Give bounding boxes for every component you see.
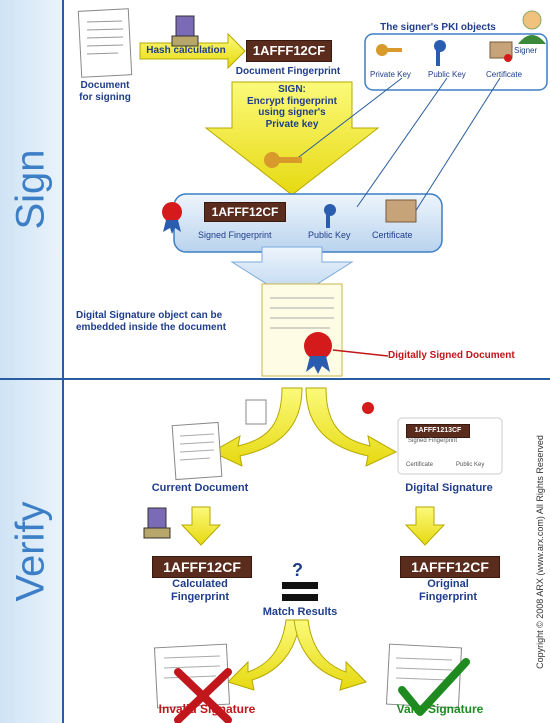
invalid-arrow — [227, 619, 301, 691]
cross-icon — [174, 668, 232, 723]
copyright-container: Copyright © 2008 ARX (www.arx.com) All R… — [530, 380, 550, 723]
sign-arrow — [204, 81, 380, 196]
bundle-seal-icon — [162, 202, 182, 234]
bundle-public-key-label: Public Key — [308, 230, 351, 240]
document-fingerprint-value: 1AFFF12CF — [246, 40, 332, 62]
hash-machine-verify-icon — [143, 507, 171, 539]
valid-signature-label: Valid Signature — [396, 702, 484, 716]
signed-document-label: Digitally Signed Document — [388, 350, 515, 361]
original-fingerprint-label: Original Fingerprint — [418, 578, 478, 603]
mini-fingerprint-value: 1AFFF1213CF — [406, 424, 470, 438]
calculated-fingerprint-label: Calculated Fingerprint — [170, 578, 230, 603]
small-seal-icon — [362, 402, 374, 414]
section-divider — [0, 378, 550, 380]
document-for-signing-icon — [77, 8, 133, 78]
embed-note: Digital Signature object can be embedded… — [76, 310, 227, 333]
bundle-fingerprint-value: 1AFFF12CF — [204, 202, 286, 222]
bundle-public-key-icon — [324, 204, 336, 228]
mini-signed-label: Signed Fingerprint — [408, 438, 458, 444]
mini-certificate-label: Certificate — [406, 462, 434, 468]
digital-signature-label: Digital Signature — [405, 482, 493, 494]
pki-public-key-label: Public Key — [428, 70, 466, 79]
copyright-text: Copyright © 2008 ARX (www.arx.com) All R… — [535, 434, 545, 669]
bundle-certificate-icon — [385, 199, 417, 223]
sign-key-icon — [264, 152, 302, 168]
verify-arrow-left — [210, 387, 303, 467]
invalid-document-icon — [153, 643, 232, 723]
sign-band — [0, 0, 64, 378]
current-document-label: Current Document — [151, 482, 249, 494]
verify-band — [0, 380, 64, 723]
document-for-signing-label: Document for signing — [79, 80, 131, 103]
signer-label: Signer — [514, 46, 538, 55]
valid-arrow — [293, 619, 367, 691]
pki-private-key-label: Private Key — [370, 70, 411, 79]
calculated-fingerprint-value: 1AFFF12CF — [152, 556, 252, 578]
match-results-label: Match Results — [262, 606, 338, 618]
public-key-icon — [434, 40, 446, 66]
bundle-certificate-label: Certificate — [372, 230, 413, 240]
document-fingerprint-label: Document Fingerprint — [235, 66, 341, 77]
bundle-signed-fingerprint-label: Signed Fingerprint — [198, 230, 272, 240]
pki-certificate-label: Certificate — [486, 70, 523, 79]
question-mark: ? — [292, 560, 303, 580]
calc-arrow — [180, 506, 222, 546]
mini-public-key-label: Public Key — [456, 462, 485, 468]
pki-title: The signer's PKI objects — [380, 22, 496, 33]
small-document-icon — [245, 399, 267, 425]
embed-arrow — [230, 246, 354, 301]
current-document-icon — [171, 421, 223, 481]
signer-icon — [518, 10, 546, 44]
hash-machine-icon — [171, 15, 199, 47]
check-icon — [398, 658, 470, 716]
sign-step-label: SIGN: Encrypt fingerprint using signer's… — [246, 84, 337, 130]
valid-document-icon — [385, 643, 470, 716]
certificate-icon — [489, 41, 513, 62]
signed-document-icon — [261, 283, 343, 377]
equals-bottom — [282, 594, 318, 601]
equals-top — [282, 582, 318, 589]
private-key-icon — [376, 44, 402, 56]
verify-arrow-right — [305, 387, 398, 467]
hash-calculation-label: Hash calculation — [146, 45, 226, 56]
orig-arrow — [404, 506, 446, 546]
original-fingerprint-value: 1AFFF12CF — [400, 556, 500, 578]
invalid-signature-label: Invalid Signature — [158, 702, 256, 716]
hash-arrow — [139, 32, 246, 70]
